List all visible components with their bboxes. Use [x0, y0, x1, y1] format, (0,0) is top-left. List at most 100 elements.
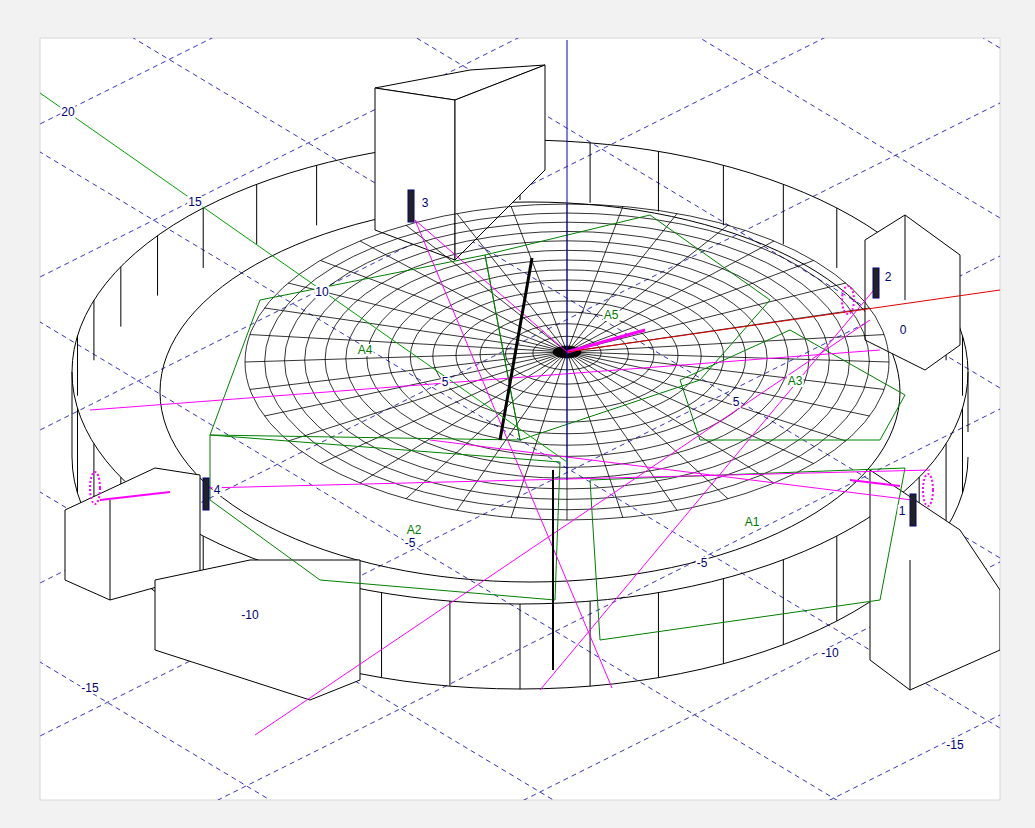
wall-panel: [203, 208, 204, 268]
truss-line: [500, 258, 532, 440]
coverage-mark: [923, 474, 933, 506]
grid-line: [40, 298, 1000, 800]
dome-spoke: [567, 241, 774, 352]
dome-spoke: [567, 352, 677, 510]
wall-panel: [783, 184, 784, 244]
coverage-mark: [842, 286, 854, 314]
housing: [870, 470, 1000, 690]
area-label: A4: [357, 344, 374, 356]
aim-lines: [90, 220, 933, 735]
wall-panel: [449, 601, 450, 686]
x-axis: [567, 290, 1000, 352]
wall-panel: [723, 165, 724, 225]
structure-lines: [40, 40, 1000, 670]
dome-spoke: [567, 352, 814, 464]
area-outline: [680, 330, 905, 440]
axis-label: 10: [314, 286, 329, 298]
area-outline: [485, 215, 770, 440]
area-label: A2: [406, 524, 423, 536]
aim-line: [567, 330, 645, 352]
wall-panel: [946, 444, 947, 529]
dome-spoke: [360, 352, 567, 483]
coverage-mark: [90, 472, 100, 504]
axis-label: 20: [60, 106, 75, 118]
wall-panel: [520, 604, 521, 689]
wall-panel: [723, 579, 724, 664]
axis-label: -10: [820, 647, 839, 659]
grid-line: [40, 38, 1000, 450]
axis-label: -15: [945, 739, 964, 751]
loudspeaker-symbol: [910, 494, 916, 526]
aim-line: [415, 220, 567, 352]
area-outline: [210, 255, 520, 440]
dome-spoke: [567, 260, 814, 352]
grid-line: [40, 128, 1000, 749]
wall-panel: [157, 236, 158, 296]
loudspeaker-symbol: [873, 268, 879, 298]
loudspeakers: [203, 190, 916, 526]
dome-spoke: [250, 352, 567, 389]
grid-line: [40, 38, 1000, 297]
aim-line: [430, 440, 912, 500]
speaker-housings: [65, 65, 1000, 700]
dome-spoke: [288, 352, 567, 441]
wall-panel: [77, 408, 78, 493]
y-axis: [40, 93, 567, 462]
wall-panel: [590, 601, 591, 686]
dome-spoke: [245, 352, 567, 362]
dome-spoke: [567, 225, 728, 352]
loudspeaker-symbol: [203, 478, 209, 510]
wall-panel: [962, 408, 963, 493]
speaker-number: 1: [898, 505, 907, 517]
wall-panel: [316, 165, 317, 225]
area-label: A5: [603, 309, 620, 321]
audience-areas: [210, 215, 905, 640]
wall-panel: [120, 267, 121, 327]
dome-spoke: [567, 352, 846, 441]
wall-panel: [836, 208, 837, 268]
axis-label: 5: [732, 396, 741, 408]
area-label: A1: [744, 516, 761, 528]
area-outline: [590, 468, 905, 640]
wall-panel: [93, 300, 94, 360]
wall-panel: [256, 184, 257, 244]
axis-label: 15: [187, 196, 202, 208]
grid-line: [40, 468, 1000, 800]
area-outline: [210, 435, 560, 600]
speaker-number: 3: [421, 197, 430, 209]
aim-line: [415, 220, 612, 688]
grid-line: [40, 392, 1000, 801]
wall-panel: [658, 151, 659, 211]
wall-panel: [77, 336, 78, 396]
grid-line: [40, 545, 1000, 801]
axis-label: -5: [404, 537, 417, 549]
wall-panel: [658, 593, 659, 678]
aim-line: [100, 492, 170, 500]
wall-panel: [968, 372, 969, 432]
dome-spoke: [264, 352, 567, 416]
area-label: A3: [787, 375, 804, 387]
aim-line: [90, 350, 880, 410]
axis-label: 5: [441, 376, 450, 388]
view-frame: [40, 38, 1000, 800]
truss-line: [552, 470, 554, 670]
axis-label: -15: [80, 682, 99, 694]
wall-panel: [962, 336, 963, 396]
axis-label: 0: [899, 324, 908, 336]
housing-edge: [910, 560, 911, 690]
axis-label: -10: [240, 609, 259, 621]
wall-panel: [72, 372, 73, 457]
housing-edge: [110, 500, 111, 600]
z-axis: [567, 40, 568, 480]
grid-line: [40, 38, 1000, 69]
dome-spoke: [567, 352, 889, 362]
wall-panel: [590, 143, 591, 203]
grid-line: [40, 38, 1000, 409]
housing: [865, 215, 960, 370]
grid: [40, 38, 1000, 800]
aim-line: [255, 320, 870, 735]
speaker-number: 4: [213, 484, 222, 496]
dome-spoke: [457, 214, 567, 352]
